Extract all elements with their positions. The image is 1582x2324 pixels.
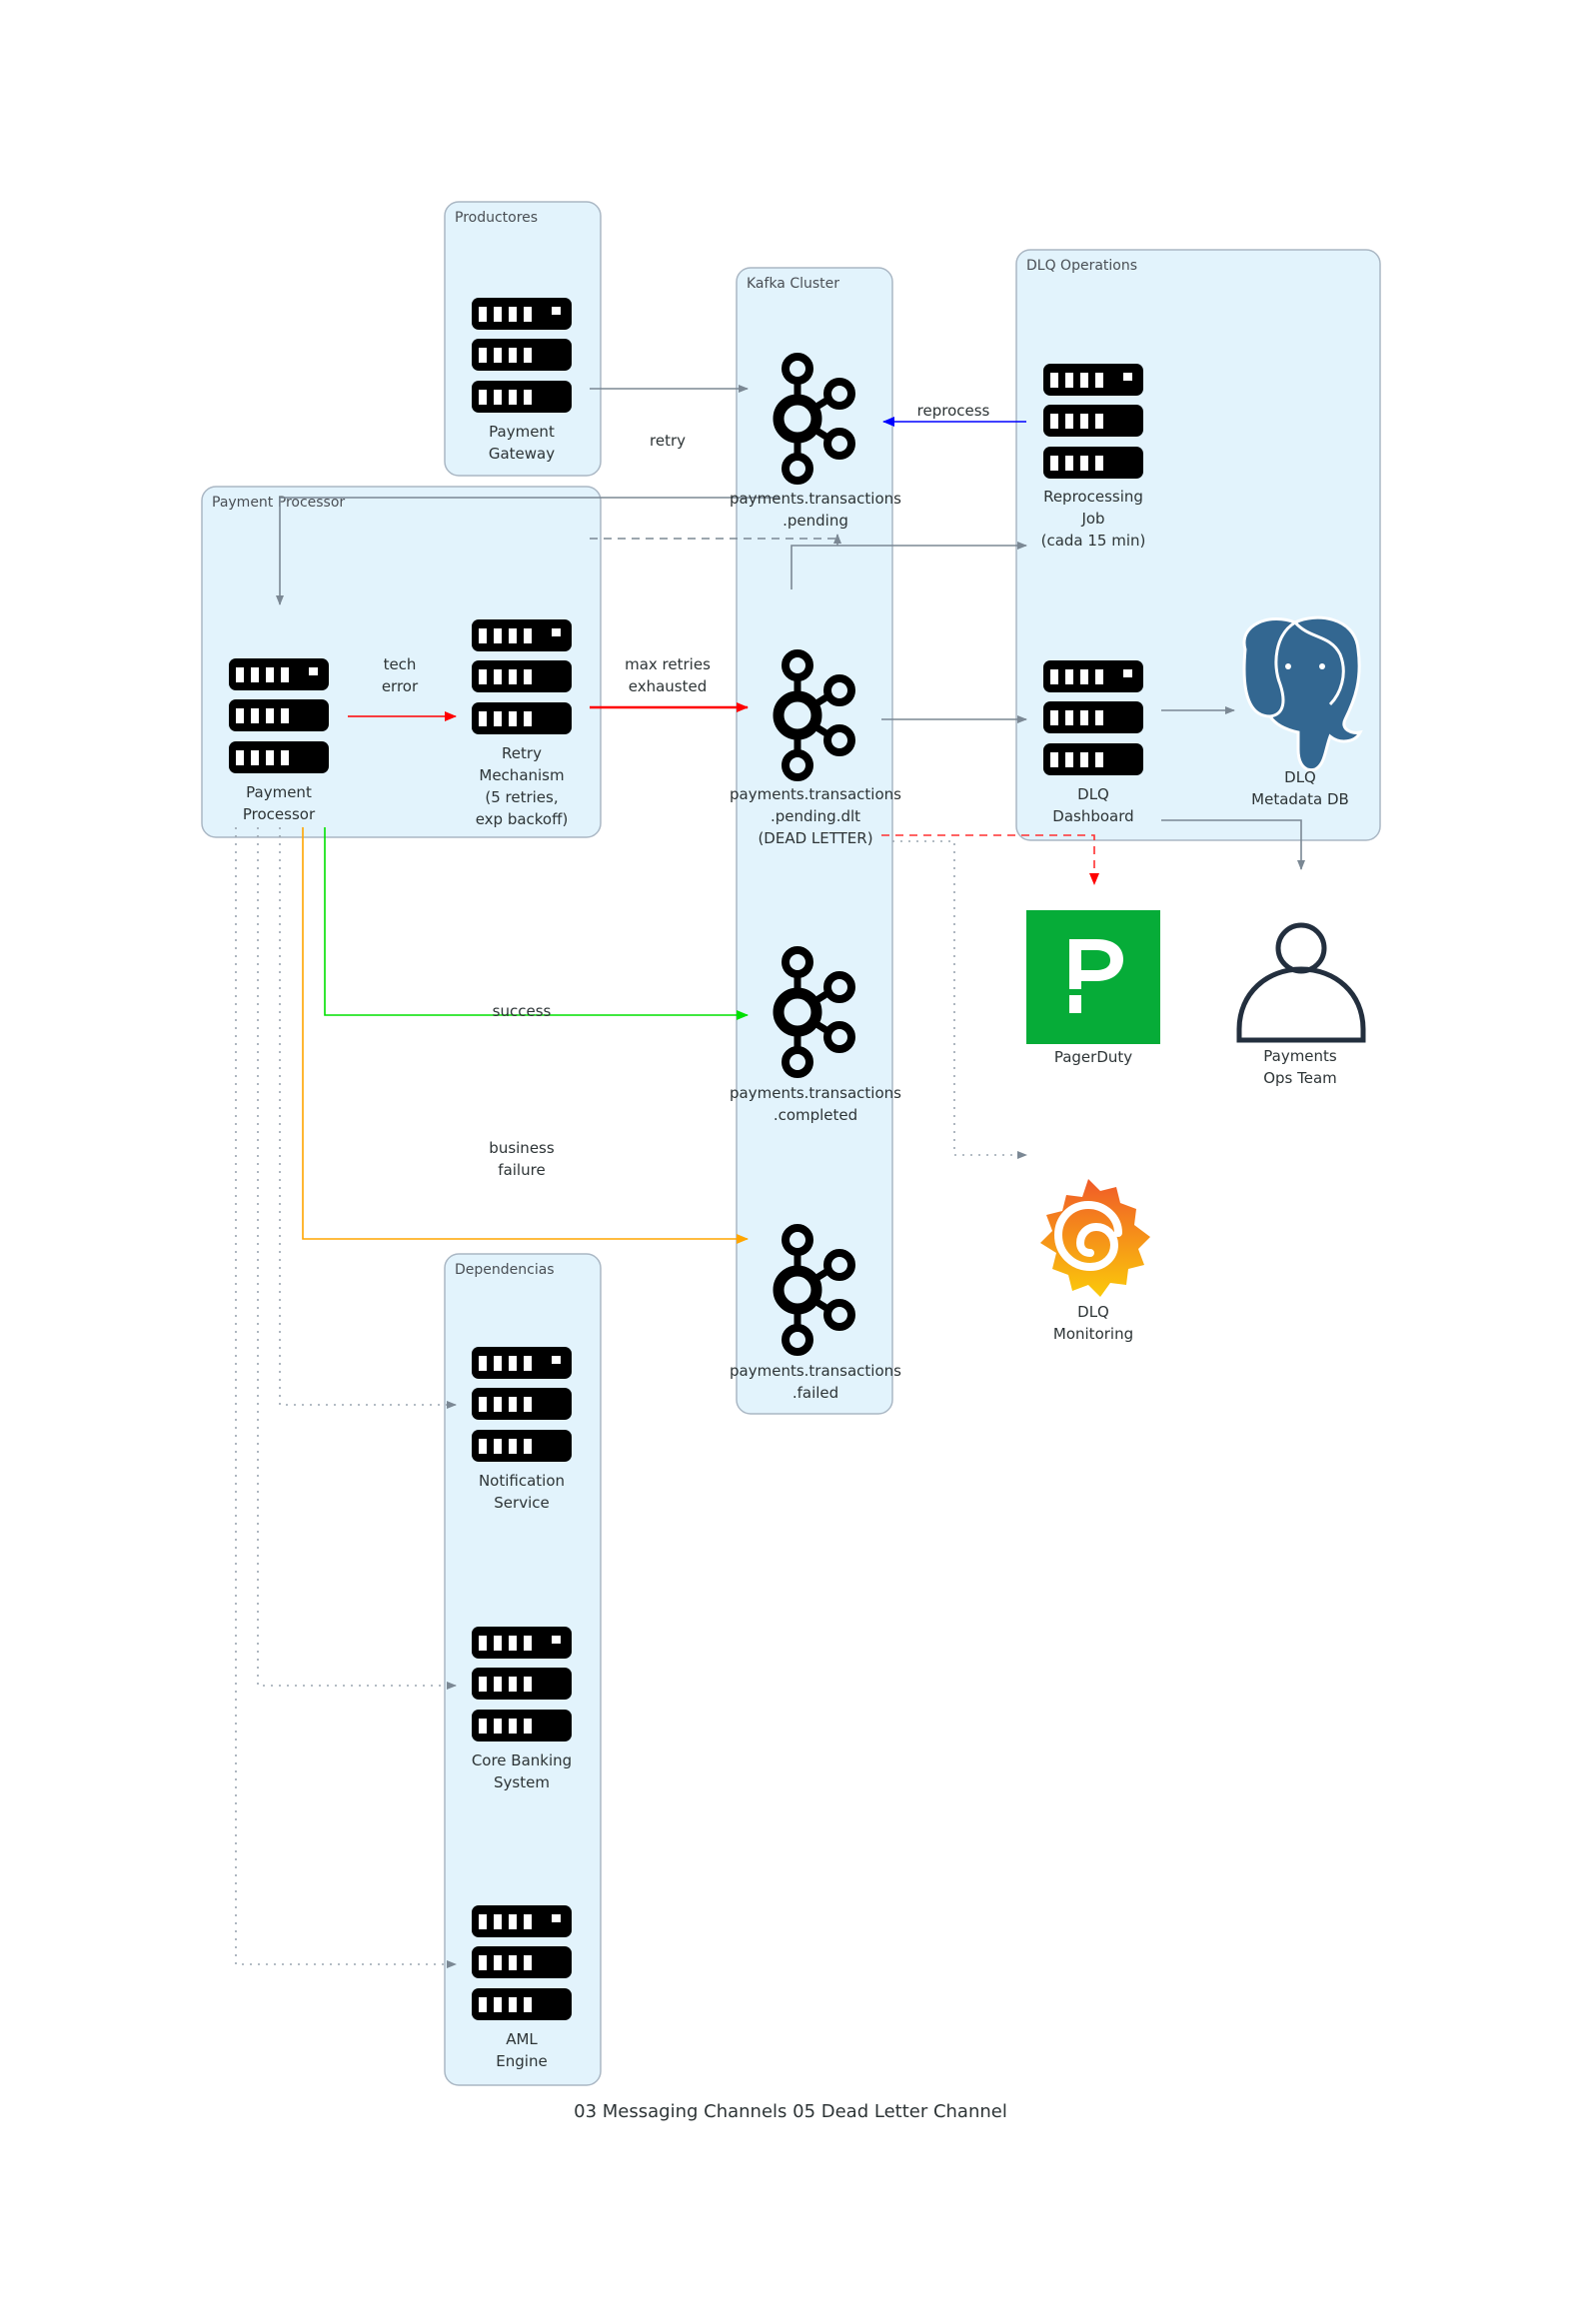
server-icon (1043, 660, 1143, 775)
edge-label-retry: retry (650, 432, 686, 450)
node-aml-engine[interactable]: AML Engine (472, 1905, 572, 2070)
node-label: PagerDuty (1054, 1048, 1132, 1066)
node-label: Processor (243, 805, 316, 823)
node-dlq-metadata-db[interactable]: DLQ Metadata DB (1242, 615, 1363, 808)
cluster-kafka: Kafka Cluster (736, 267, 893, 1415)
edge-label-tech-error: tech (384, 655, 417, 673)
node-dlq-monitoring[interactable]: DLQ Monitoring (1040, 1179, 1150, 1343)
node-label: payments.transactions (730, 490, 901, 508)
edge-label-business-failure: business (489, 1139, 555, 1157)
node-label: Payment (489, 423, 555, 441)
node-label: Mechanism (479, 766, 564, 784)
node-retry-mechanism[interactable]: Retry Mechanism (5 retries, exp backoff) (472, 619, 572, 828)
node-label: Retry (502, 744, 542, 762)
node-label: exp backoff) (476, 810, 569, 828)
node-ops-team[interactable]: Payments Ops Team (1236, 922, 1366, 1087)
edge-success (324, 827, 749, 1020)
edge-label-max-retries: exhausted (629, 677, 708, 695)
edge-dlt-to-pagerduty (881, 834, 1099, 885)
edge-label-reprocess: reprocess (917, 402, 990, 420)
node-dlq-dashboard[interactable]: DLQ Dashboard (1043, 660, 1143, 825)
node-label: payments.transactions (730, 1084, 901, 1102)
node-label: payments.transactions (730, 785, 901, 803)
edge-processor-to-core-banking (257, 827, 457, 1690)
node-topic-dlt[interactable]: payments.transactions .pending.dlt (DEAD… (730, 653, 901, 847)
server-icon (1043, 364, 1143, 479)
node-label: Dashboard (1052, 807, 1133, 825)
node-label: Metadata DB (1251, 790, 1349, 808)
node-label: Monitoring (1053, 1325, 1133, 1343)
node-label: .completed (774, 1106, 857, 1124)
edge-processor-to-aml (235, 827, 457, 1968)
node-label: (5 retries, (485, 788, 558, 806)
node-label: DLQ (1077, 785, 1109, 803)
node-label: Reprocessing (1043, 488, 1143, 506)
pagerduty-icon (1026, 910, 1160, 1044)
node-topic-failed[interactable]: payments.transactions .failed (730, 1228, 901, 1402)
node-label: Service (494, 1494, 549, 1512)
node-label: .failed (792, 1384, 838, 1402)
node-label: Gateway (489, 445, 555, 463)
node-topic-pending[interactable]: payments.transactions .pending (730, 357, 901, 530)
edge-dlt-to-monitoring (892, 840, 1027, 1159)
node-label: Payments (1263, 1047, 1337, 1065)
edge-label-business-failure: failure (498, 1161, 545, 1179)
node-core-banking[interactable]: Core Banking System (472, 1627, 572, 1791)
edge-business-failure (302, 827, 749, 1244)
node-label: (DEAD LETTER) (758, 829, 872, 847)
node-label: Core Banking (472, 1751, 572, 1769)
cluster-label: Kafka Cluster (747, 276, 839, 292)
server-icon (472, 1627, 572, 1742)
node-label: (cada 15 min) (1041, 532, 1146, 550)
node-payment-gateway[interactable]: Payment Gateway (472, 298, 572, 463)
node-notification-service[interactable]: Notification Service (472, 1347, 572, 1512)
server-icon (472, 1347, 572, 1462)
node-label: Ops Team (1263, 1069, 1337, 1087)
server-icon (472, 298, 572, 413)
node-label: AML (506, 2030, 538, 2048)
cluster-label: Dependencias (455, 1262, 555, 1278)
node-pagerduty[interactable]: PagerDuty (1026, 910, 1160, 1066)
edge-dlt-to-reprocessing-job (791, 542, 1027, 589)
node-payment-processor[interactable]: Payment Processor (229, 658, 329, 823)
edge-label-tech-error: error (382, 677, 419, 695)
edge-label-max-retries: max retries (625, 655, 711, 673)
postgresql-icon (1242, 615, 1363, 772)
edge-processor-to-notification (279, 827, 457, 1409)
diagram-title: 03 Messaging Channels 05 Dead Letter Cha… (574, 2101, 1007, 2122)
edge-label-success: success (493, 1002, 552, 1020)
node-label: Notification (479, 1472, 565, 1490)
user-icon (1236, 922, 1366, 1043)
node-reprocessing-job[interactable]: Reprocessing Job (cada 15 min) (1041, 364, 1146, 550)
server-icon (229, 658, 329, 773)
cluster-label: Payment Processor (212, 495, 345, 511)
cluster-label: DLQ Operations (1026, 258, 1137, 274)
node-label: DLQ (1077, 1303, 1109, 1321)
node-label: Job (1080, 510, 1104, 528)
edge-pending-to-processor (276, 497, 780, 605)
server-icon (472, 619, 572, 734)
node-label: payments.transactions (730, 1362, 901, 1380)
node-label: .pending (783, 512, 848, 530)
node-label: System (494, 1773, 550, 1791)
node-label: Payment (246, 783, 312, 801)
node-label: .pending.dlt (771, 807, 860, 825)
cluster-label: Productores (455, 210, 538, 226)
server-icon (472, 1905, 572, 2020)
edge-dashboard-to-ops (1161, 819, 1305, 870)
node-label: DLQ (1284, 768, 1316, 786)
node-label: Engine (496, 2052, 547, 2070)
grafana-icon (1040, 1179, 1150, 1297)
node-topic-completed[interactable]: payments.transactions .completed (730, 950, 901, 1124)
